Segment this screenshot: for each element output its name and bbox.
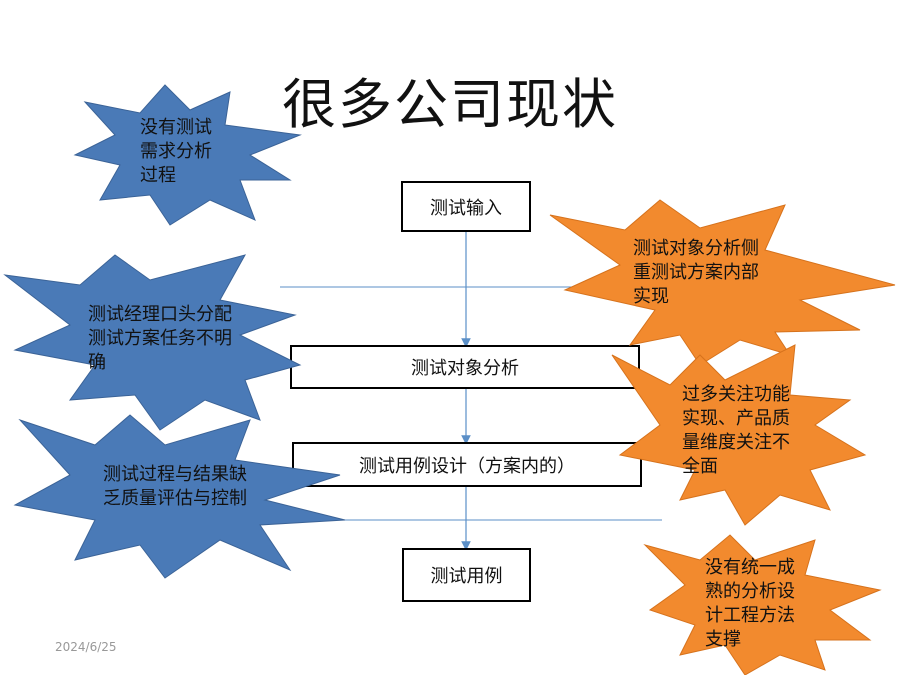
flow-box-test-case: 测试用例 [402,548,531,602]
callout-line: 全面 [682,456,718,477]
callout-functional-focus: 过多关注功能 实现、产品质 量维度关注不 全面 [682,383,790,479]
burst-right1 [549,199,896,366]
callout-line: 需求分析 [140,141,212,162]
burst-left1 [73,84,302,226]
callout-line: 没有统一成 [705,557,795,578]
callout-line: 测试经理口头分配 [88,304,232,325]
callout-line: 熟的分析设 [705,581,795,602]
flow-box-label: 测试用例设计（方案内的） [359,455,575,477]
flow-box-test-input: 测试输入 [401,181,531,232]
flow-box-label: 测试对象分析 [411,358,519,379]
callout-verbal-assignment: 测试经理口头分配 测试方案任务不明 确 [88,303,232,375]
callout-line: 测试对象分析侧 [633,238,759,259]
callout-line: 量维度关注不 [682,432,790,453]
callout-line: 乏质量评估与控制 [103,488,247,509]
callout-no-unified-method: 没有统一成 熟的分析设 计工程方法 支撑 [705,556,795,652]
page-title: 很多公司现状 [282,73,618,136]
burst-left3 [13,414,346,579]
flow-box-label: 测试用例 [430,566,503,587]
callout-line: 没有测试 [140,117,212,138]
burst-right3 [643,534,882,675]
flow-box-label: 测试输入 [430,197,502,219]
flow-box-case-design: 测试用例设计（方案内的） [292,442,642,487]
callout-line: 过多关注功能 [682,384,790,405]
callout-object-analysis-focus: 测试对象分析侧 重测试方案内部 实现 [633,237,759,309]
callout-line: 支撑 [705,629,741,650]
callout-line: 实现 [633,286,669,307]
callout-line: 过程 [140,165,176,186]
callout-no-quality-control: 测试过程与结果缺 乏质量评估与控制 [103,463,247,511]
slide-date: 2024/6/25 [55,640,117,654]
burst-left2 [3,254,302,431]
callout-line: 实现、产品质 [682,408,790,429]
callout-line: 计工程方法 [705,605,795,626]
callout-line: 重测试方案内部 [633,262,759,283]
callout-line: 测试方案任务不明 [88,328,232,349]
callout-line: 测试过程与结果缺 [103,464,247,485]
burst-right2 [611,344,867,526]
callout-line: 确 [88,352,106,373]
flow-box-object-analysis: 测试对象分析 [290,345,640,389]
callout-no-requirements-analysis: 没有测试 需求分析 过程 [140,116,212,188]
